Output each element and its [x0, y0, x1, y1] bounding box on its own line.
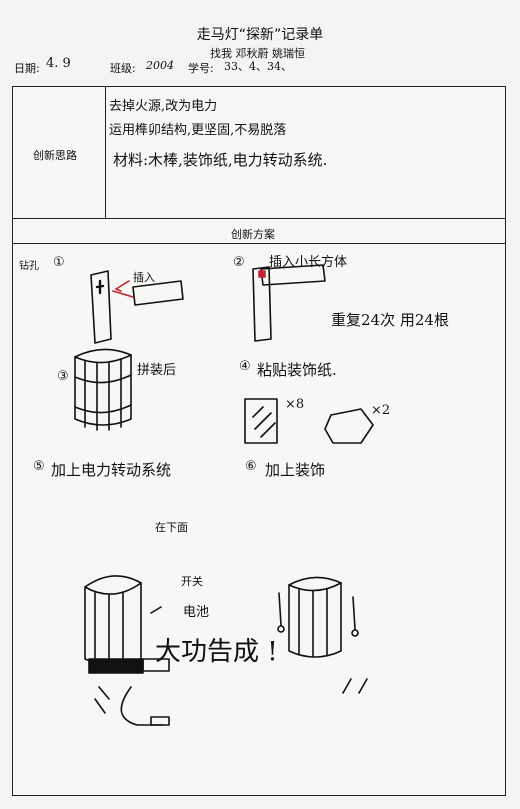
idea-line-3: 材料:木棒,装饰纸,电力转动系统.: [113, 151, 328, 169]
class-label: 班级:: [110, 62, 136, 75]
step6-title: 加上装饰: [265, 461, 326, 479]
date-label: 日期:: [14, 62, 40, 75]
step3-number: ③: [57, 369, 69, 384]
step6-number: ⑥: [245, 459, 257, 474]
page-title: 走马灯“探新”记录单: [196, 27, 324, 43]
step4-count-2: ×2: [371, 403, 391, 418]
student-id-label: 学号:: [188, 62, 214, 75]
plan-sketches: [74, 264, 374, 726]
idea-line-1: 去掉火源,改为电力: [109, 99, 218, 114]
class-value: 2004: [146, 59, 174, 72]
step4-number: ④: [239, 359, 251, 374]
innovation-ideas-label: 创新思路: [33, 149, 77, 162]
step5-sketch: [84, 575, 170, 726]
step1-sketch: [90, 270, 184, 344]
step2-annotation: 插入小长方体: [269, 255, 348, 270]
step5-title: 加上电力转动系统: [51, 461, 172, 479]
row-divider-1: [13, 218, 505, 219]
step5-label-bottom: 在下面: [155, 521, 188, 534]
step3-sketch: [74, 348, 132, 431]
date-value: 4. 9: [46, 56, 71, 71]
step2-number: ②: [233, 255, 245, 270]
step2-note: 重复24次 用24根: [331, 311, 449, 329]
student-id-value: 33、4、34、: [224, 60, 292, 73]
names-handwritten: 找我 邓秋蔚 姚瑞恒: [210, 47, 305, 60]
step4-title: 粘贴装饰纸.: [257, 361, 337, 379]
innovation-plan-label: 创新方案: [231, 228, 275, 241]
step1-number: ①: [53, 255, 65, 270]
step4-count-1: ×8: [285, 397, 305, 412]
step6-sketch: [277, 576, 368, 694]
step4-sketch: [244, 398, 374, 444]
step5-label-switch: 开关: [181, 575, 203, 588]
record-sheet: 创新思路 去掉火源,改为电力 运用榫卯结构,更坚固,不易脱落 材料:木棒,装饰纸…: [12, 86, 506, 796]
step5-number: ⑤: [33, 459, 45, 474]
row-divider-2: [13, 243, 505, 244]
step1-annotation: 插入: [133, 271, 155, 284]
finale-text: 大功告成 !: [155, 637, 278, 667]
column-divider: [105, 87, 106, 218]
step1-prefix: 钻孔: [19, 261, 39, 272]
step5-label-battery: 电池: [183, 605, 210, 620]
step3-annotation: 拼装后: [137, 363, 177, 378]
idea-line-2: 运用榫卯结构,更坚固,不易脱落: [109, 123, 287, 138]
step2-sketch: [252, 264, 326, 342]
